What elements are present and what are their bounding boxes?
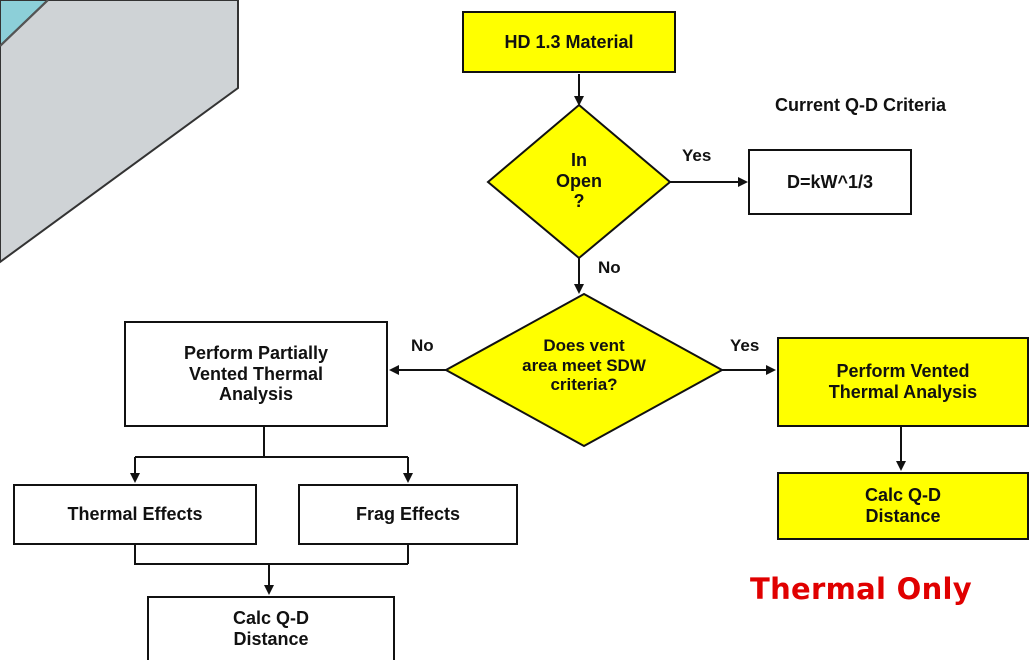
partial-vented-box: Perform Partially Vented Thermal Analysi… bbox=[124, 321, 388, 427]
in-open-yes-label: Yes bbox=[682, 146, 712, 165]
vent-criteria-diamond bbox=[443, 292, 725, 448]
frag-effects-box: Frag Effects bbox=[298, 484, 518, 545]
in-open-no-label: No bbox=[598, 258, 621, 277]
merge-effects bbox=[134, 544, 408, 565]
calc-qd-right-box: Calc Q-D Distance bbox=[777, 472, 1029, 540]
current-criteria-annotation: Current Q-D Criteria bbox=[775, 95, 947, 115]
vent-yes-label: Yes bbox=[730, 336, 760, 355]
vent-no-label: No bbox=[411, 336, 434, 355]
start-box: HD 1.3 Material bbox=[462, 11, 676, 73]
formula-box: D=kW^1/3 bbox=[748, 149, 912, 215]
in-open-label: In Open ? bbox=[555, 150, 602, 212]
vent-criteria-label: Does vent area meet SDW criteria? bbox=[522, 336, 646, 395]
building-illustration bbox=[0, 0, 239, 264]
thermal-only-annotation: Thermal Only bbox=[750, 572, 972, 606]
connectors bbox=[130, 74, 906, 595]
vented-analysis-box: Perform Vented Thermal Analysis bbox=[777, 337, 1029, 427]
calc-qd-bottom-box: Calc Q-D Distance bbox=[147, 596, 395, 660]
thermal-effects-box: Thermal Effects bbox=[13, 484, 257, 545]
split-partial bbox=[135, 426, 265, 458]
